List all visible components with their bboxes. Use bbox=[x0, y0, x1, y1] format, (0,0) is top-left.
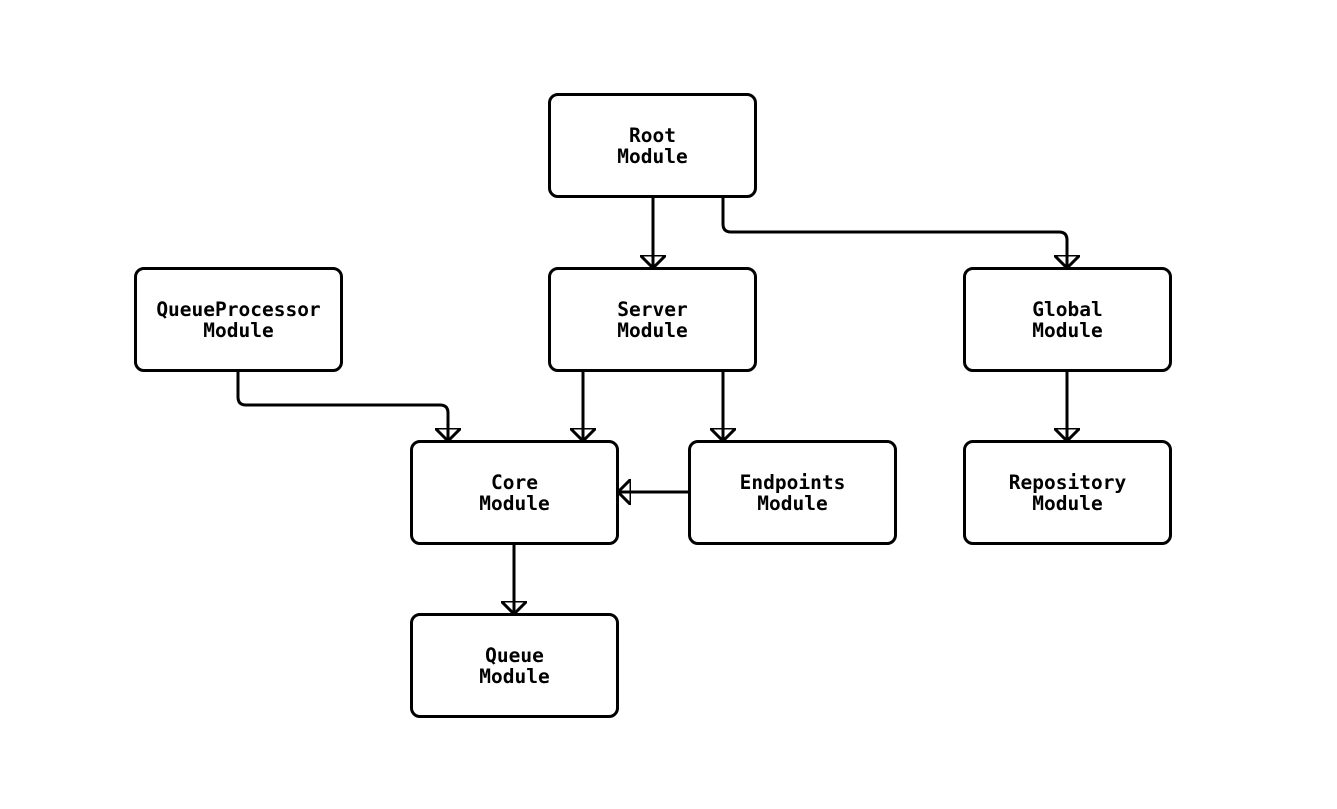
node-global-module: Global Module bbox=[963, 267, 1172, 372]
node-repository-module: Repository Module bbox=[963, 440, 1172, 545]
node-global-module-label: Global Module bbox=[1032, 297, 1103, 342]
node-root-module-label: Root Module bbox=[617, 123, 688, 168]
node-repository-module-label: Repository Module bbox=[1008, 470, 1127, 515]
node-queue-module-label: Queue Module bbox=[479, 643, 550, 688]
node-endpoints-module-label: Endpoints Module bbox=[739, 470, 846, 515]
node-endpoints-module: Endpoints Module bbox=[688, 440, 897, 545]
node-server-module-label: Server Module bbox=[617, 297, 688, 342]
node-core-module: Core Module bbox=[410, 440, 619, 545]
edge-root-to-global bbox=[721, 198, 1067, 267]
node-queue-module: Queue Module bbox=[410, 613, 619, 718]
node-core-module-label: Core Module bbox=[479, 470, 550, 515]
edge-queueprocessor-to-core bbox=[236, 372, 448, 440]
node-queueprocessor-module: QueueProcessor Module bbox=[134, 267, 343, 372]
node-root-module: Root Module bbox=[548, 93, 757, 198]
node-server-module: Server Module bbox=[548, 267, 757, 372]
node-queueprocessor-module-label: QueueProcessor Module bbox=[156, 297, 321, 342]
